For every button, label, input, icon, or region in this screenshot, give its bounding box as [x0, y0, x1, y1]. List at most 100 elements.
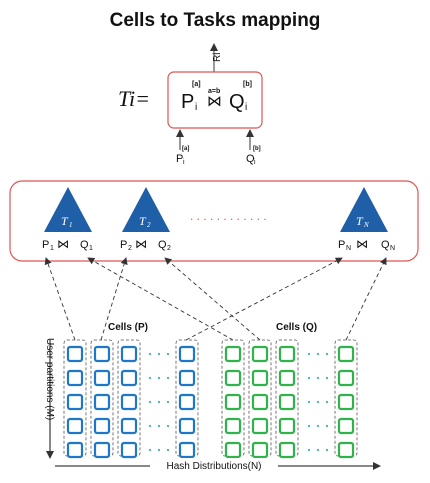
input-p-sub: i [183, 159, 185, 166]
x-axis-label: Hash Distributions(N) [166, 461, 261, 472]
cells-p-cell-r4-c4 [178, 417, 196, 435]
cells-p-cell-r1-c1 [66, 345, 84, 363]
cells-p-ellipsis-dot [157, 376, 161, 380]
input-p-base: P [176, 153, 183, 165]
cells-p-ellipsis-dot [148, 448, 152, 452]
cells-p-cell-r3-c3 [120, 393, 138, 411]
task-1-triangle [44, 187, 92, 232]
tasks-ellipsis: . . . . . . . . . . . . [190, 209, 267, 223]
cells-p-cell-r1-c2 [93, 345, 111, 363]
cells-p-ellipsis-dot [148, 376, 152, 380]
cells-q-cell-r3-c3 [278, 393, 296, 411]
cells-q-label: Cells (Q) [276, 322, 317, 333]
cells-p-ellipsis-dot [166, 400, 170, 404]
cells-q-ellipsis-dot [307, 376, 311, 380]
formula-left-sup: [a] [192, 81, 201, 88]
cells-q-ellipsis-dot [307, 448, 311, 452]
cells-q-grid [221, 339, 358, 459]
cells-p-cell-r1-c3 [120, 345, 138, 363]
cells-q-cell-r5-c1 [224, 441, 242, 459]
task-n-join-right-sub: N [390, 245, 395, 252]
formula-box [167, 71, 263, 129]
input-q-sup: [b] [253, 146, 261, 152]
formula-left-base: P [181, 91, 194, 113]
cells-p-cell-r2-c4 [178, 369, 196, 387]
task-n: T N P N ⋈ Q N [338, 187, 395, 252]
formula-right-base: Q [229, 91, 245, 113]
cells-p-column-1-frame [63, 339, 87, 457]
cells-p-ellipsis-dot [148, 400, 152, 404]
cells-q-ellipsis-dot [316, 424, 320, 428]
cells-p-ellipsis-dot [157, 424, 161, 428]
arrow-q-col5-to-tn [345, 257, 387, 341]
cells-q-ellipsis-dot [325, 352, 329, 356]
input-q-sub: i [254, 159, 256, 166]
cells-p-ellipsis-dot [148, 352, 152, 356]
cells-q-cell-r3-c1 [224, 393, 242, 411]
task-2-join-left: P [120, 239, 127, 251]
task-n-join-right: Q [381, 239, 390, 251]
formula-right-sub: i [245, 102, 247, 113]
tasks-container [9, 180, 419, 262]
cells-p-ellipsis-dot [166, 352, 170, 356]
task-1-join-right-sub: 1 [89, 245, 93, 252]
task-1-join-left: P [42, 239, 49, 251]
task-1-sub: 1 [69, 221, 73, 229]
task-1-join-left-sub: 1 [50, 245, 54, 252]
cells-p-cell-r4-c3 [120, 417, 138, 435]
cells-q-column-1-frame [221, 339, 245, 457]
cells-p-column-3-frame [117, 339, 141, 457]
formula-join-icon: ⋈ [207, 93, 222, 110]
cells-p-cell-r5-c3 [120, 441, 138, 459]
task-2: T 2 P 2 ⋈ Q 2 [120, 187, 171, 252]
formula-lhs: Ti= [118, 86, 150, 111]
x-axis-label-bg [150, 458, 278, 472]
cells-q-cell-r2-c2 [251, 369, 269, 387]
task-1-join-right: Q [80, 239, 89, 251]
cells-p-ellipsis-dot [148, 424, 152, 428]
cells-q-cell-r1-c4 [337, 345, 355, 363]
cells-q-cell-r2-c4 [337, 369, 355, 387]
task-2-join-right-sub: 2 [167, 245, 171, 252]
input-q-base: Q [246, 153, 255, 165]
input-p-sup: [a] [182, 146, 189, 152]
cells-q-ellipsis-dot [325, 400, 329, 404]
cells-q-cell-r3-c4 [337, 393, 355, 411]
cells-p-cell-r5-c4 [178, 441, 196, 459]
cells-p-label: Cells (P) [108, 322, 148, 333]
mapping-arrows [44, 257, 387, 341]
formula-right-sup: [b] [243, 81, 252, 88]
cells-q-cell-r1-c1 [224, 345, 242, 363]
formula-join-cond: a=b [208, 88, 220, 95]
result-label: Ri [212, 53, 223, 62]
task-n-join-left: P [338, 239, 345, 251]
cells-q-ellipsis-dot [325, 448, 329, 452]
task-n-label: T [356, 214, 364, 228]
cells-p-cell-r1-c4 [178, 345, 196, 363]
task-2-label: T [139, 214, 147, 228]
cells-q-cell-r4-c2 [251, 417, 269, 435]
arrow-p-col1-to-t1 [44, 257, 76, 341]
cells-q-cell-r3-c2 [251, 393, 269, 411]
cells-q-cell-r2-c3 [278, 369, 296, 387]
cells-p-cell-r2-c2 [93, 369, 111, 387]
cells-p-cell-r5-c1 [66, 441, 84, 459]
task-n-sub: N [363, 221, 369, 229]
task-1-label: T [61, 214, 69, 228]
cells-q-ellipsis-dot [316, 400, 320, 404]
cells-q-column-3-frame [275, 339, 299, 457]
task-n-join-icon: ⋈ [356, 237, 368, 251]
cells-q-ellipsis-dot [316, 352, 320, 356]
task-n-triangle [340, 187, 388, 232]
cells-p-cell-r2-c3 [120, 369, 138, 387]
cells-q-cell-r1-c3 [278, 345, 296, 363]
formula-left-sub: i [195, 102, 197, 113]
cells-p-column-2-frame [90, 339, 114, 457]
task-1-join-icon: ⋈ [57, 237, 69, 251]
cells-p-ellipsis-dot [157, 448, 161, 452]
cells-p-grid [63, 339, 199, 459]
task-1: T 1 P 1 ⋈ Q 1 [42, 187, 93, 252]
task-2-join-left-sub: 2 [128, 245, 132, 252]
cells-p-cell-r5-c2 [93, 441, 111, 459]
